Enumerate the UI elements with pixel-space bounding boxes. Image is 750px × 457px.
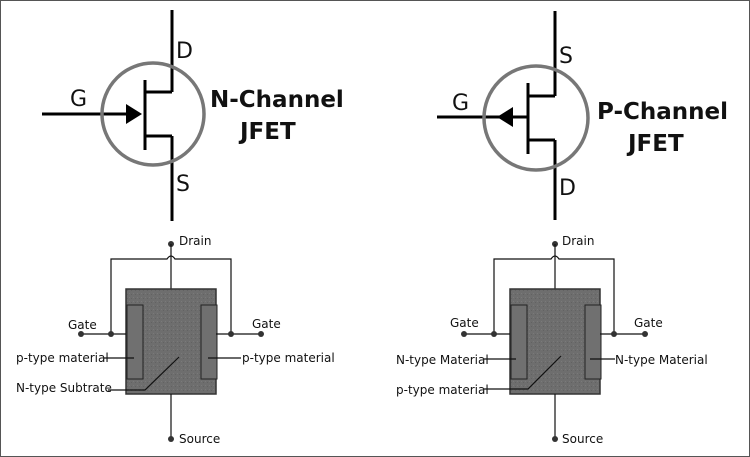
- substrate-label: N-type Subtrate: [16, 381, 112, 395]
- gate-left-junction-dot: [491, 331, 497, 337]
- symbol-title-line2: JFET: [626, 131, 684, 157]
- source-terminal-dot: [552, 436, 558, 442]
- symbol-title-line1: N-Channel: [210, 87, 344, 113]
- p-channel-structure: Drain Source Gate Gate N-type Material N…: [396, 234, 708, 446]
- gate-region-left: [126, 304, 144, 380]
- source-label: Source: [562, 432, 603, 446]
- pin-label-bottom: S: [176, 172, 190, 197]
- envelope-circle: [482, 64, 590, 172]
- gate-region-left: [510, 304, 528, 380]
- substrate-label: p-type material: [396, 383, 489, 397]
- gate-right-terminal-dot: [642, 331, 648, 337]
- symbol-title-line1: P-Channel: [597, 99, 728, 125]
- p-channel-symbol: S G D P-Channel JFET: [437, 11, 728, 220]
- gate-right-junction-dot: [611, 331, 617, 337]
- arrow-out-icon: [497, 107, 513, 127]
- callout-substrate: [108, 356, 180, 391]
- arrow-in-icon: [126, 104, 142, 124]
- gate-region-right: [584, 304, 602, 380]
- gate-left-terminal-dot: [78, 331, 84, 337]
- gate-right-junction-dot: [228, 331, 234, 337]
- gate-left-label: Gate: [450, 316, 479, 330]
- pin-label-top: S: [559, 44, 573, 69]
- gate-bridge-wire: [493, 255, 615, 334]
- callout-substrate: [484, 355, 562, 390]
- drain-label: Drain: [562, 234, 594, 248]
- symbol-title-line2: JFET: [238, 119, 296, 145]
- gate-right-terminal-dot: [258, 331, 264, 337]
- n-channel-symbol: D G S N-Channel JFET: [42, 10, 344, 221]
- pin-label-gate: G: [452, 91, 469, 116]
- side-left-label: p-type material: [16, 351, 109, 365]
- side-right-label: N-type Material: [615, 353, 708, 367]
- gate-right-label: Gate: [634, 316, 663, 330]
- source-label: Source: [179, 432, 220, 446]
- source-terminal-dot: [168, 436, 174, 442]
- gate-right-label: Gate: [252, 317, 281, 331]
- n-channel-structure: Drain Source Gate Gate p-type material p…: [16, 234, 335, 446]
- gate-left-label: Gate: [68, 318, 97, 332]
- side-left-label: N-type Material: [396, 353, 489, 367]
- side-right-label: p-type material: [242, 351, 335, 365]
- drain-label: Drain: [179, 234, 211, 248]
- pin-label-gate: G: [70, 87, 87, 112]
- pin-label-bottom: D: [559, 176, 576, 201]
- envelope-circle: [100, 61, 206, 167]
- gate-left-terminal-dot: [461, 331, 467, 337]
- gate-bridge-wire: [110, 255, 232, 334]
- pin-label-top: D: [176, 39, 193, 64]
- gate-left-junction-dot: [108, 331, 114, 337]
- gate-region-right: [200, 304, 218, 380]
